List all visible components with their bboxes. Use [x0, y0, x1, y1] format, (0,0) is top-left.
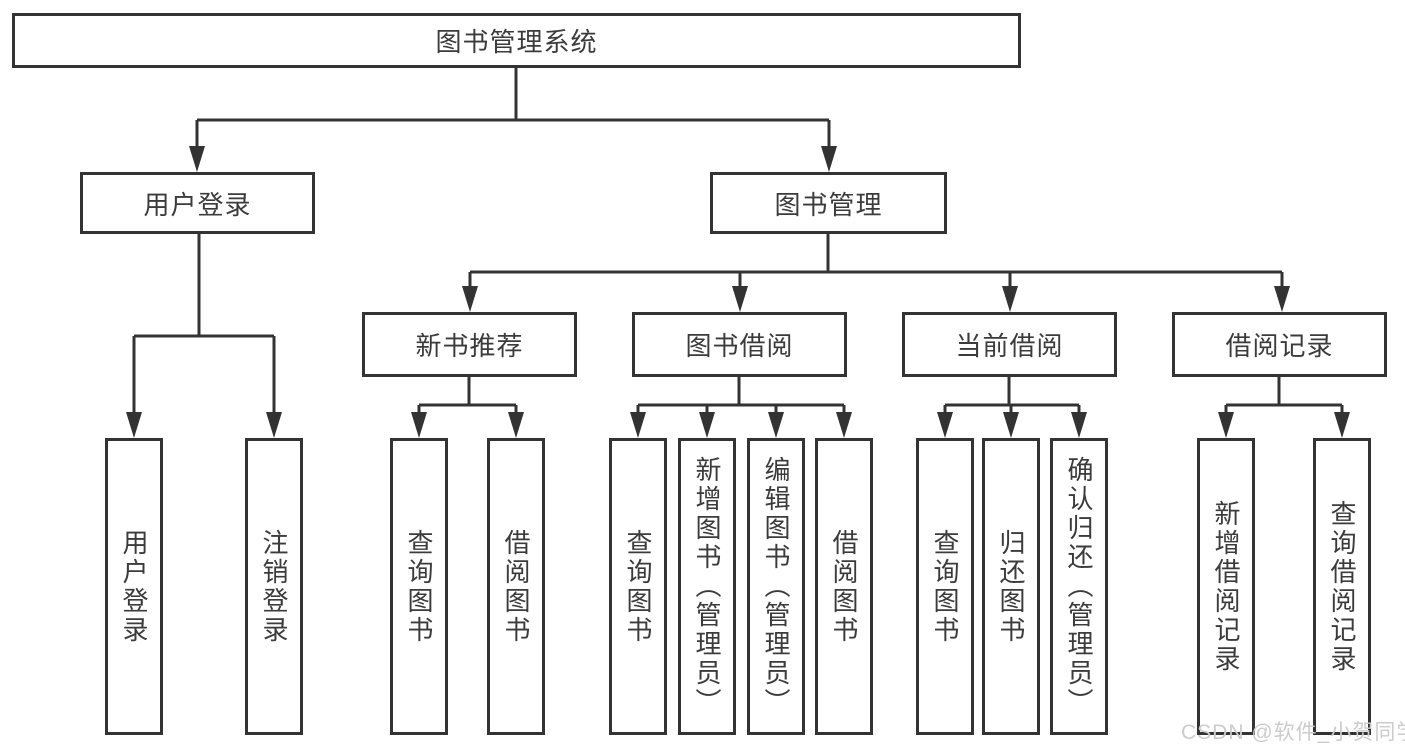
leaf-current-query-books: 查询图书 [916, 438, 974, 735]
leaf-logout-label: 注销登录 [259, 528, 289, 645]
arrowhead [630, 412, 646, 438]
leaf-records-query-borrow-record-label: 查询借阅记录 [1327, 499, 1357, 674]
arrowhead [189, 146, 205, 172]
leaf-borrowing-add-books-admin: 新增图书（管理员） [678, 438, 736, 735]
node-book-borrowing: 图书借阅 [632, 312, 847, 377]
node-user-login: 用户登录 [80, 172, 315, 234]
node-library-management-system: 图书管理系统 [12, 13, 1021, 68]
leaf-borrowing-borrow-books: 借阅图书 [815, 438, 873, 735]
leaf-records-add-borrow-record-label: 新增借阅记录 [1211, 499, 1241, 674]
arrowhead [1071, 412, 1087, 438]
leaf-current-confirm-return-admin-label: 确认归还（管理员） [1064, 456, 1094, 717]
csdn-watermark: CSDN @软件_小贺同学 [1181, 721, 1405, 744]
leaf-user-login: 用户登录 [105, 438, 163, 735]
node-borrowing-records: 借阅记录 [1172, 312, 1387, 377]
leaf-recommend-borrow-books: 借阅图书 [487, 438, 545, 735]
leaf-current-return-books: 归还图书 [982, 438, 1040, 735]
leaf-logout: 注销登录 [245, 438, 303, 735]
leaf-records-query-borrow-record: 查询借阅记录 [1313, 438, 1371, 735]
leaf-recommend-query-books: 查询图书 [390, 438, 448, 735]
leaf-borrowing-query-books: 查询图书 [609, 438, 667, 735]
arrowhead [1218, 412, 1234, 438]
arrowhead [1003, 412, 1019, 438]
arrowhead [768, 412, 784, 438]
arrowhead [937, 412, 953, 438]
leaf-borrowing-borrow-books-label: 借阅图书 [829, 528, 859, 645]
node-current-borrowing: 当前借阅 [902, 312, 1117, 377]
leaf-recommend-borrow-books-label: 借阅图书 [501, 528, 531, 645]
leaf-user-login-label: 用户登录 [119, 528, 149, 645]
leaf-current-query-books-label: 查询图书 [930, 528, 960, 645]
arrowhead [462, 286, 478, 312]
leaf-borrowing-query-books-label: 查询图书 [623, 528, 653, 645]
node-new-book-recommendation: 新书推荐 [362, 312, 577, 377]
arrowhead [1002, 286, 1018, 312]
leaf-borrowing-add-books-admin-label: 新增图书（管理员） [692, 456, 722, 717]
arrowhead [1274, 286, 1290, 312]
node-book-management: 图书管理 [710, 172, 947, 234]
leaf-recommend-query-books-label: 查询图书 [404, 528, 434, 645]
arrowhead [126, 412, 142, 438]
connector-lines [132, 68, 1344, 413]
arrowhead [508, 412, 524, 438]
leaf-records-add-borrow-record: 新增借阅记录 [1197, 438, 1255, 735]
leaf-borrowing-edit-books-admin: 编辑图书（管理员） [747, 438, 805, 735]
arrowhead [1334, 412, 1350, 438]
leaf-current-confirm-return-admin: 确认归还（管理员） [1050, 438, 1108, 735]
arrowhead [699, 412, 715, 438]
arrowhead [411, 412, 427, 438]
arrowhead [836, 412, 852, 438]
leaf-borrowing-edit-books-admin-label: 编辑图书（管理员） [761, 456, 791, 717]
arrowhead [266, 412, 282, 438]
leaf-current-return-books-label: 归还图书 [996, 528, 1026, 645]
arrowhead [821, 146, 837, 172]
arrowhead [732, 286, 748, 312]
